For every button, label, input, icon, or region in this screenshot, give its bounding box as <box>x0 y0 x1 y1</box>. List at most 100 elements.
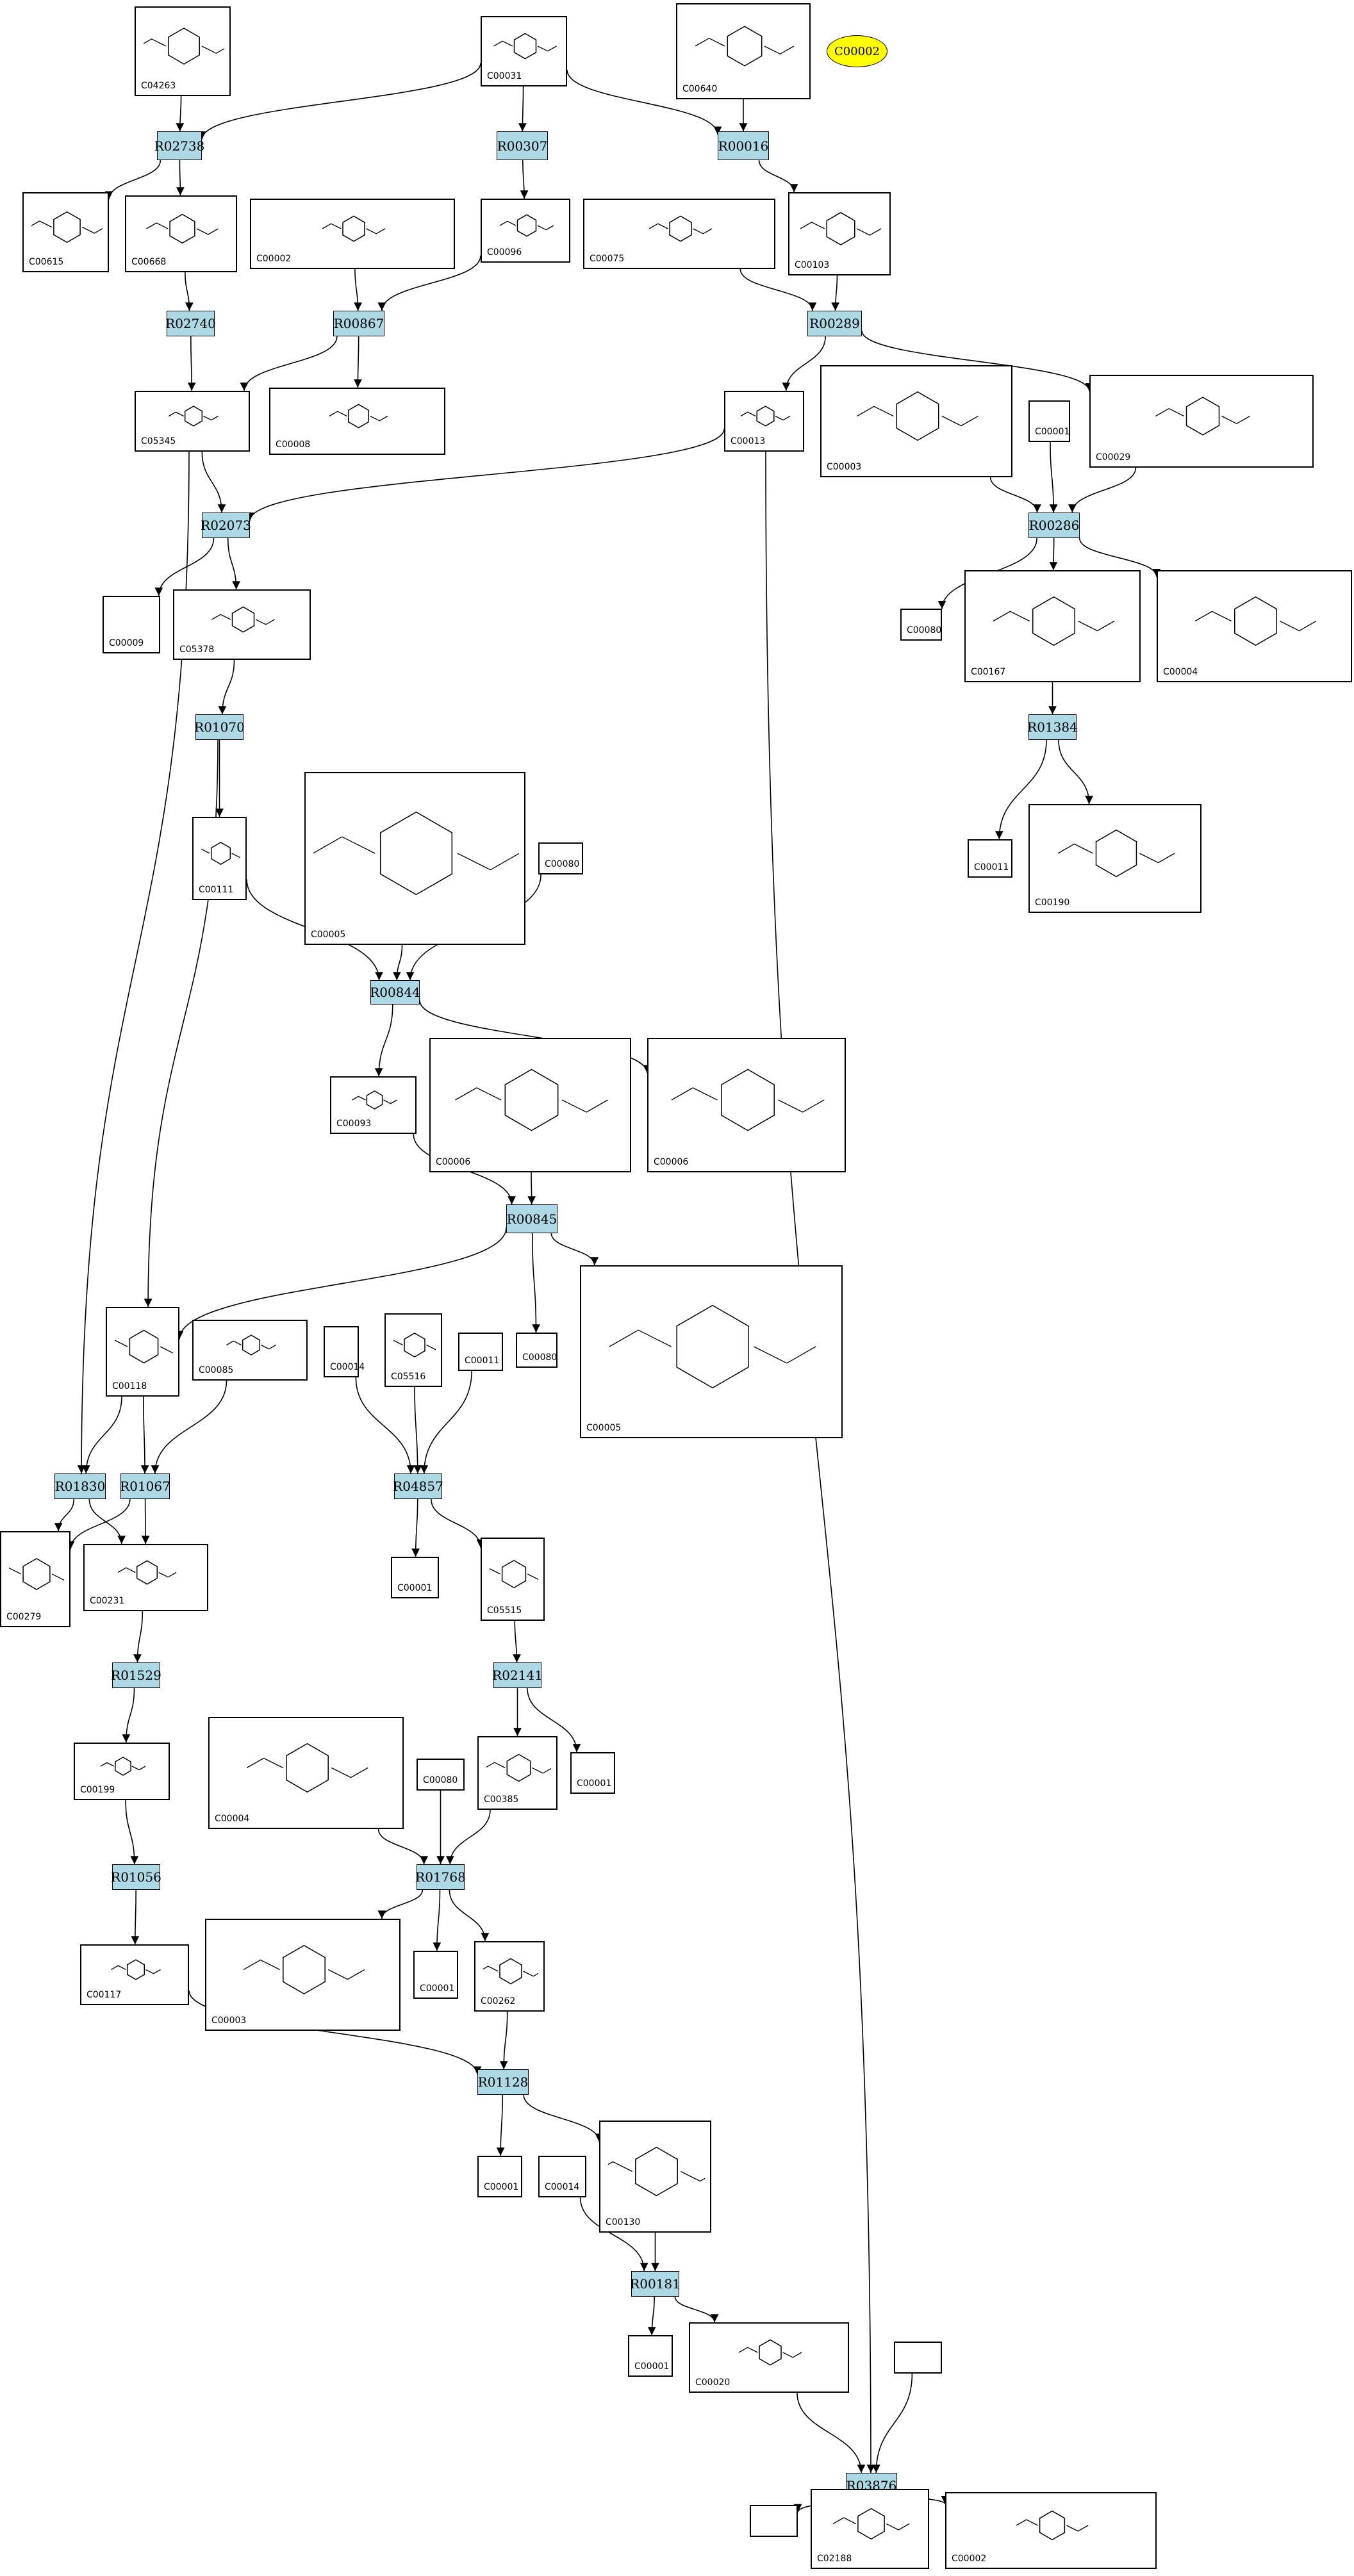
compound-box-c05345[interactable]: C05345 <box>135 391 250 452</box>
reaction-node-r02073[interactable]: R02073 <box>201 513 251 538</box>
edge-r15-to-c39 <box>431 1498 485 1548</box>
compound-box-c00001[interactable]: C00001 <box>570 1752 615 1794</box>
compound-id-label: C02188 <box>817 2554 852 2564</box>
reaction-node-r00286[interactable]: R00286 <box>1028 513 1080 538</box>
reaction-node-r04857[interactable]: R04857 <box>393 1473 443 1499</box>
compound-box-c00014[interactable]: C00014 <box>538 2156 586 2197</box>
compound-box-c00005[interactable]: C00005 <box>580 1265 843 1438</box>
structure-drawing <box>111 1959 161 1980</box>
compound-box-c00640[interactable]: C00640 <box>676 3 811 99</box>
edge-c12-to-r22 <box>765 451 875 2473</box>
edge-r3-to-c9 <box>758 160 798 193</box>
reaction-node-r01070[interactable]: R01070 <box>194 714 245 740</box>
compound-box-c05378[interactable]: C05378 <box>173 589 311 660</box>
reaction-node-r02141[interactable]: R02141 <box>492 1662 543 1688</box>
structure-drawing <box>993 596 1115 646</box>
compound-box-c00002[interactable]: C00002 <box>250 199 455 269</box>
compound-box-c00615[interactable]: C00615 <box>22 192 109 272</box>
structure-drawing <box>393 1333 436 1358</box>
edge-c14-to-r8 <box>1049 441 1058 513</box>
edge-r7-to-c17 <box>227 537 240 590</box>
compound-box-c00011[interactable]: C00011 <box>968 839 1012 878</box>
reaction-node-r02738[interactable]: R02738 <box>154 131 204 160</box>
edge-c40-to-r18 <box>125 1800 139 1865</box>
compound-box-c00080[interactable]: C00080 <box>900 609 942 641</box>
edge-r2-to-c7 <box>520 160 529 199</box>
compound-box-c00004[interactable]: C00004 <box>208 1717 404 1829</box>
compound-box-c05516[interactable]: C05516 <box>384 1313 442 1387</box>
reaction-node-r01384[interactable]: R01384 <box>1027 714 1078 740</box>
reaction-node-r00016[interactable]: R00016 <box>718 131 769 160</box>
compound-box-c00001[interactable]: C00001 <box>477 2156 522 2197</box>
compound-box-c00011[interactable]: C00011 <box>458 1333 503 1371</box>
edge-r13-to-c36 <box>54 1498 75 1532</box>
compound-box-c05515[interactable]: C05515 <box>481 1538 545 1621</box>
reaction-node-r00844[interactable]: R00844 <box>370 980 420 1005</box>
compound-box-c00031[interactable]: C00031 <box>481 16 567 86</box>
compound-box-c00385[interactable]: C00385 <box>477 1736 557 1810</box>
reaction-node-r01830[interactable]: R01830 <box>54 1473 106 1499</box>
edge-c33-to-r15 <box>420 1370 472 1474</box>
compound-box-c00167[interactable]: C00167 <box>964 570 1141 682</box>
compound-box-c00013[interactable]: C00013 <box>724 391 804 452</box>
reaction-node-r00289[interactable]: R00289 <box>807 311 862 336</box>
compound-box-empty[interactable] <box>750 2505 798 2537</box>
compound-box-c00262[interactable]: C00262 <box>474 1941 545 2012</box>
compound-box-c00003[interactable]: C00003 <box>205 1919 400 2031</box>
compound-box-c00014[interactable]: C00014 <box>324 1326 365 1377</box>
structure-drawing <box>740 406 791 427</box>
compound-box-c00080[interactable]: C00080 <box>516 1333 557 1368</box>
compound-box-c00001[interactable]: C00001 <box>1028 400 1070 442</box>
compound-box-c00668[interactable]: C00668 <box>125 195 237 272</box>
compound-box-c00130[interactable]: C00130 <box>599 2121 711 2233</box>
compound-box-c00093[interactable]: C00093 <box>330 1076 417 1134</box>
compound-id-label: C00001 <box>397 1583 433 1593</box>
edge-c1-to-r1 <box>176 95 185 132</box>
compound-box-c00111[interactable]: C00111 <box>192 817 247 900</box>
compound-box-c00199[interactable]: C00199 <box>74 1743 170 1800</box>
compound-box-c00117[interactable]: C00117 <box>80 1944 189 2005</box>
compound-id-label: C00093 <box>336 1119 372 1129</box>
compound-box-c00029[interactable]: C00029 <box>1089 375 1314 468</box>
compound-box-c02188[interactable]: C02188 <box>811 2489 929 2569</box>
edge-r11-to-c26 <box>374 1004 393 1077</box>
compound-box-c00006[interactable]: C00006 <box>647 1038 846 1172</box>
compound-box-c00096[interactable]: C00096 <box>481 199 570 263</box>
edge-c2-to-r1 <box>197 63 481 140</box>
compound-box-c00005[interactable]: C00005 <box>304 772 525 945</box>
compound-box-c00001[interactable]: C00001 <box>413 1951 458 1999</box>
reaction-node-r00845[interactable]: R00845 <box>506 1204 557 1233</box>
compound-box-c00279[interactable]: C00279 <box>0 1531 70 1627</box>
compound-box-c00003[interactable]: C00003 <box>820 365 1012 477</box>
reaction-node-r00307[interactable]: R00307 <box>497 131 548 160</box>
reaction-node-r00867[interactable]: R00867 <box>333 311 384 336</box>
compound-box-c00075[interactable]: C00075 <box>583 199 775 269</box>
compound-box-c00103[interactable]: C00103 <box>788 192 891 275</box>
reaction-node-r00181[interactable]: R00181 <box>630 2271 681 2297</box>
compound-box-c00002[interactable]: C00002 <box>945 2492 1157 2569</box>
compound-box-c00190[interactable]: C00190 <box>1028 804 1201 913</box>
edge-r19-to-c47 <box>433 1889 442 1951</box>
compound-box-c00085[interactable]: C00085 <box>192 1320 308 1381</box>
compound-box-c00001[interactable]: C00001 <box>391 1557 439 1598</box>
reaction-node-r01768[interactable]: R01768 <box>415 1864 466 1890</box>
reaction-node-r01067[interactable]: R01067 <box>120 1473 170 1499</box>
edge-r20-to-c49 <box>496 2094 505 2156</box>
compound-box-c00008[interactable]: C00008 <box>269 388 445 455</box>
reaction-node-r01056[interactable]: R01056 <box>111 1864 161 1890</box>
compound-box-empty[interactable] <box>894 2342 942 2374</box>
compound-box-c00009[interactable]: C00009 <box>103 596 160 653</box>
compound-box-c00118[interactable]: C00118 <box>106 1307 179 1397</box>
reaction-node-r01529[interactable]: R01529 <box>111 1662 161 1688</box>
compound-box-c00006[interactable]: C00006 <box>429 1038 631 1172</box>
compound-box-c00231[interactable]: C00231 <box>83 1544 208 1611</box>
compound-box-c00001[interactable]: C00001 <box>628 2335 673 2377</box>
reaction-node-r01128[interactable]: R01128 <box>477 2069 529 2095</box>
compound-box-c00080[interactable]: C00080 <box>538 842 583 874</box>
compound-box-c04263[interactable]: C04263 <box>135 6 231 96</box>
compound-oval-title[interactable]: C00002 <box>827 35 888 67</box>
compound-box-c00080[interactable]: C00080 <box>417 1759 465 1791</box>
compound-box-c00004[interactable]: C00004 <box>1157 570 1352 682</box>
reaction-node-r02740[interactable]: R02740 <box>165 311 216 336</box>
compound-box-c00020[interactable]: C00020 <box>689 2322 849 2393</box>
